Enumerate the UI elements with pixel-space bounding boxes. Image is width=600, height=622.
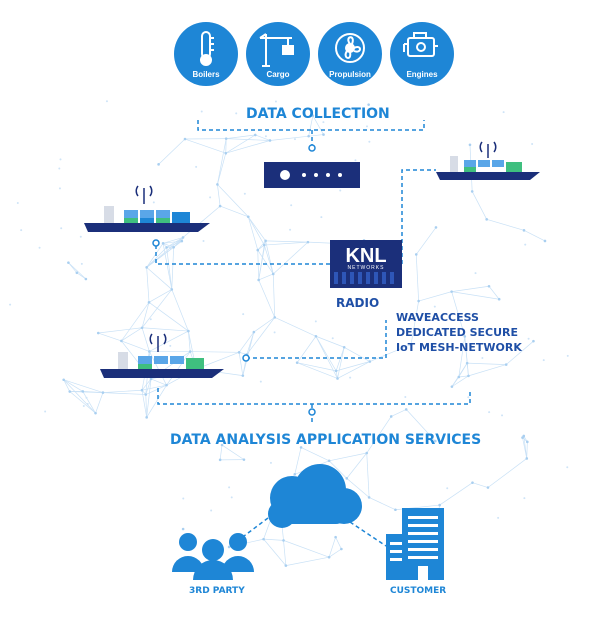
engine-icon [403, 32, 438, 57]
category-label-propulsion: Propulsion [329, 70, 371, 79]
ship-bottom [100, 333, 224, 378]
mesh-network-label: WAVEACCESS DEDICATED SECURE IoT MESH-NET… [396, 310, 522, 355]
radio-label: RADIO [336, 296, 380, 310]
category-label-engines: Engines [406, 70, 438, 79]
crane-icon [259, 33, 294, 67]
cloud-icon [268, 464, 362, 528]
ship-right [436, 141, 540, 180]
thermometer-icon [200, 31, 214, 66]
antenna-icon [135, 185, 153, 204]
category-cargo [246, 22, 310, 86]
ship-left [84, 185, 210, 232]
category-engines [390, 22, 454, 86]
category-propulsion [318, 22, 382, 86]
third-party-label: 3RD PARTY [189, 586, 245, 596]
connector-lines [155, 169, 471, 424]
gateway-device [264, 162, 360, 188]
propeller-icon [335, 33, 365, 63]
radio-brand-sub: NETWORKS [348, 265, 385, 271]
data-collection-title: DATA COLLECTION [246, 106, 390, 122]
people-icon [172, 533, 254, 580]
mesh-line-3: IoT MESH-NETWORK [396, 341, 522, 354]
collection-bracket [197, 120, 425, 146]
category-boilers [174, 22, 238, 86]
customer-label: CUSTOMER [390, 586, 447, 596]
building-icon [386, 508, 444, 580]
radio-brand: KNL [345, 245, 386, 267]
knl-radio-device: KNL NETWORKS [330, 240, 402, 288]
category-label-cargo: Cargo [266, 70, 290, 79]
antenna-icon [479, 141, 497, 158]
category-label-boilers: Boilers [192, 70, 220, 79]
analysis-title: DATA ANALYSIS APPLICATION SERVICES [170, 432, 482, 448]
mesh-line-1: WAVEACCESS [396, 311, 479, 324]
antenna-icon [149, 333, 167, 352]
mesh-line-2: DEDICATED SECURE [396, 326, 519, 339]
